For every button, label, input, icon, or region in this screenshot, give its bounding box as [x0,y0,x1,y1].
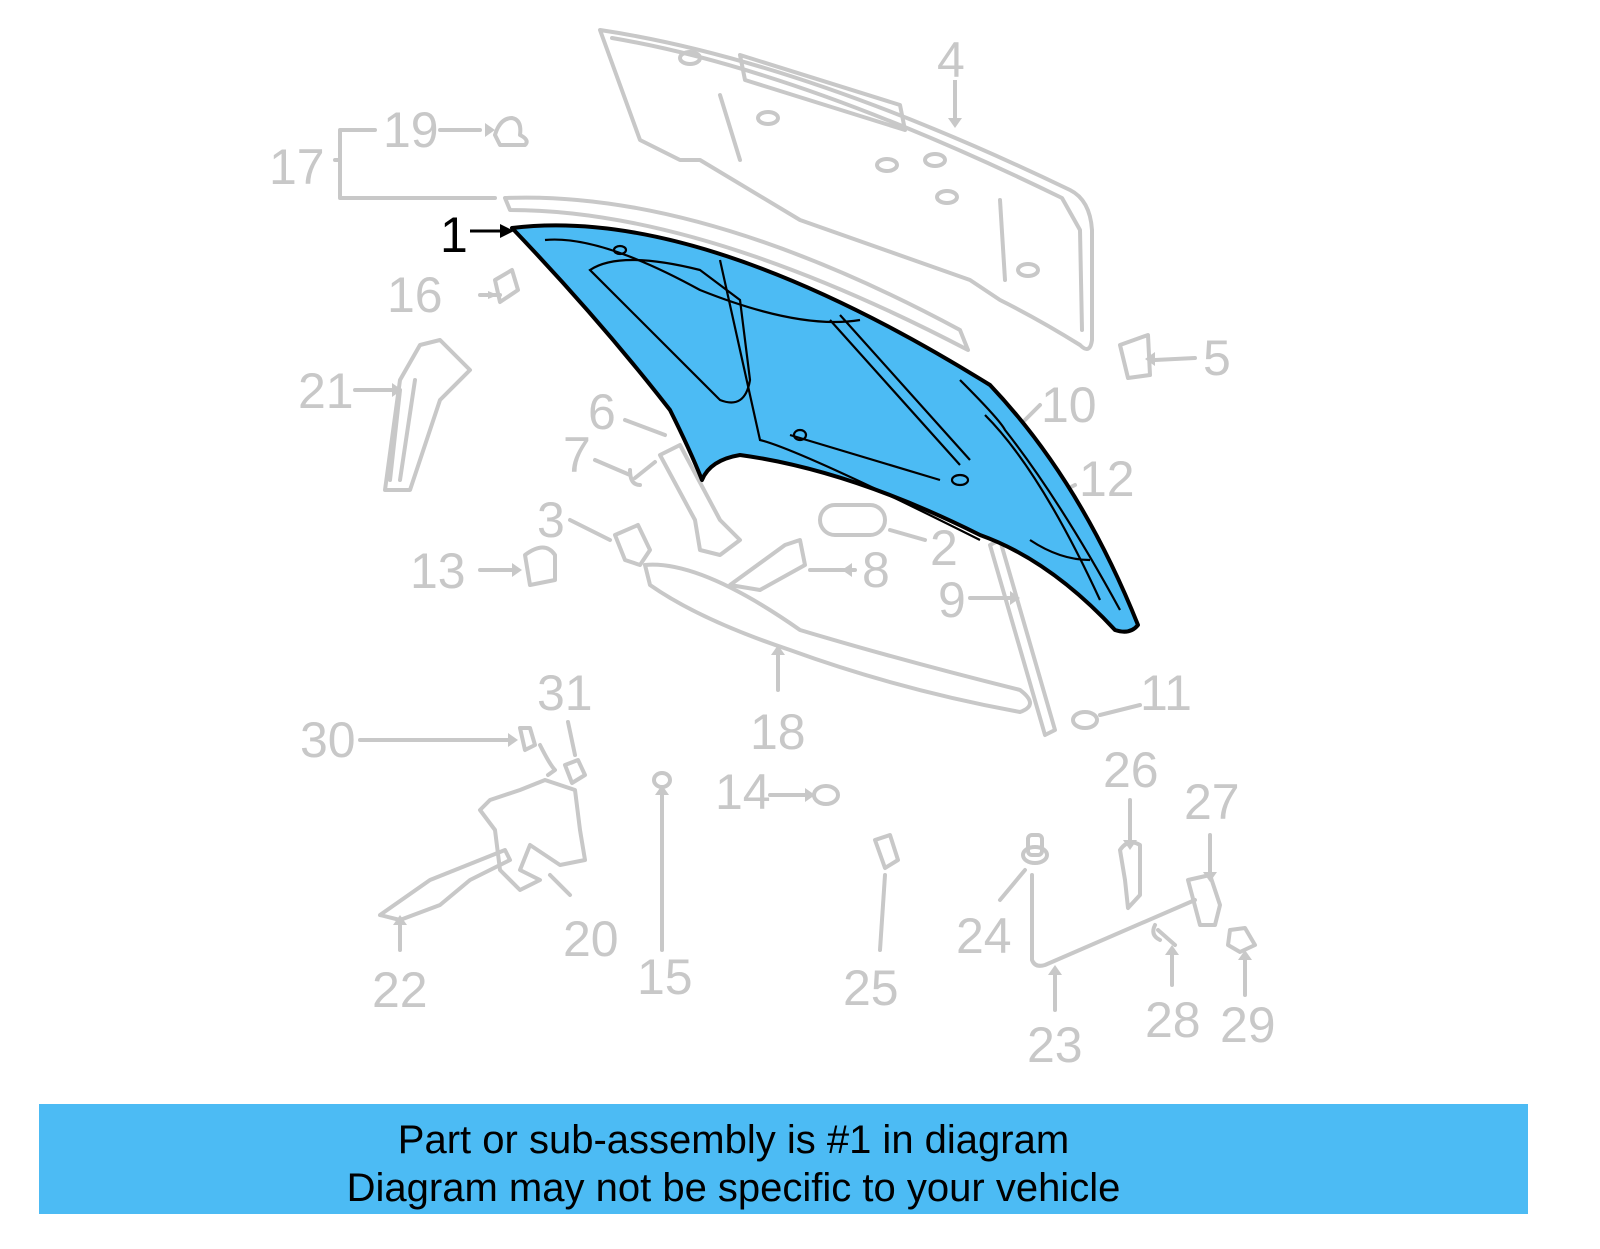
parts-diagram: 1 2 3 4 5 6 7 8 9 10 11 12 13 14 15 16 1… [269,28,1276,1073]
weatherstrip-part-17 [503,195,970,352]
callout-17[interactable]: 17 [269,139,325,195]
callout-26[interactable]: 26 [1103,742,1159,798]
callout-24[interactable]: 24 [956,908,1012,964]
callout-16[interactable]: 16 [387,267,443,323]
callout-18[interactable]: 18 [750,704,806,760]
diagram-artwork [333,28,1257,1012]
hood-insulator-part-4 [598,28,1094,351]
callout-27[interactable]: 27 [1184,774,1240,830]
callout-20[interactable]: 20 [563,911,619,967]
callout-22[interactable]: 22 [372,962,428,1018]
callout-7[interactable]: 7 [563,427,591,483]
callout-23[interactable]: 23 [1027,1017,1083,1073]
callout-21[interactable]: 21 [298,363,354,419]
callout-6[interactable]: 6 [588,384,616,440]
callout-3[interactable]: 3 [537,492,565,548]
callout-8[interactable]: 8 [862,542,890,598]
callout-13[interactable]: 13 [410,543,466,599]
callout-2[interactable]: 2 [930,520,958,576]
banner-line-part-note: Part or sub-assembly is #1 in diagram [397,1118,1070,1162]
callout-14[interactable]: 14 [715,764,771,820]
callout-19[interactable]: 19 [383,102,439,158]
info-banner: Part or sub-assembly is #1 in diagram Di… [39,1104,1528,1214]
hood-panel-part-1 [510,223,1140,634]
callout-5[interactable]: 5 [1203,330,1231,386]
callout-30[interactable]: 30 [300,712,356,768]
callout-9[interactable]: 9 [938,572,966,628]
callout-25[interactable]: 25 [843,960,899,1016]
callout-10[interactable]: 10 [1041,377,1097,433]
banner-line-disclaimer: Diagram may not be specific to your vehi… [346,1166,1121,1210]
callout-12[interactable]: 12 [1079,451,1135,507]
callout-4[interactable]: 4 [937,32,965,88]
callout-1[interactable]: 1 [440,207,468,263]
callout-28[interactable]: 28 [1145,992,1201,1048]
callout-29[interactable]: 29 [1220,997,1276,1053]
callout-11[interactable]: 11 [1140,665,1192,721]
callout-31[interactable]: 31 [537,665,593,721]
callout-15[interactable]: 15 [637,949,693,1005]
